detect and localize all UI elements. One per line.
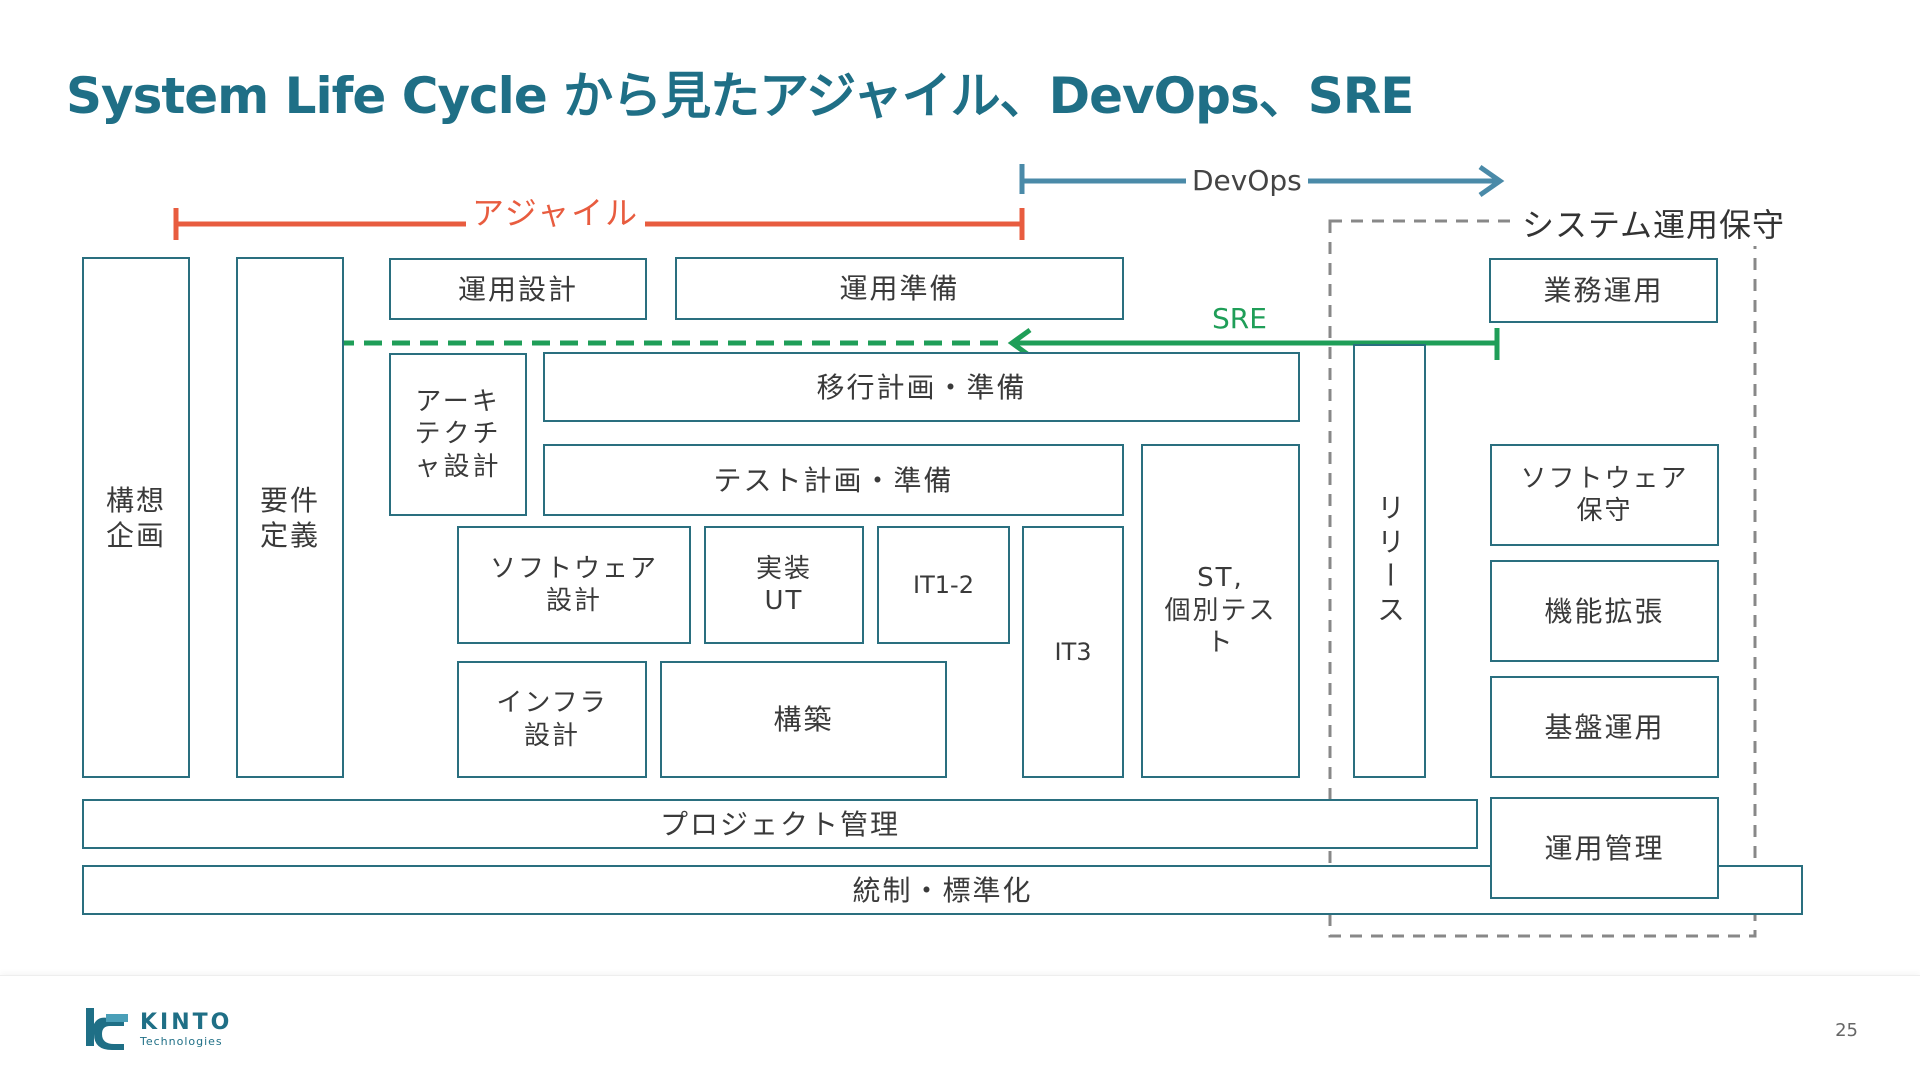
box-migration-plan: 移行計画・準備 [543, 352, 1300, 422]
page-number: 25 [1835, 1020, 1858, 1041]
box-requirements: 要件 定義 [236, 257, 344, 778]
slide-title: System Life Cycle から見たアジャイル、DevOps、SRE [66, 67, 1414, 125]
box-it1-2: IT1-2 [877, 526, 1010, 644]
box-project-management: プロジェクト管理 [82, 799, 1478, 849]
sre-label: SRE [1212, 302, 1267, 335]
release-label: リリース [1373, 493, 1406, 629]
box-software-maintenance: ソフトウェア 保守 [1490, 444, 1719, 546]
system-ops-label: システム運用保守 [1518, 200, 1790, 246]
box-it3: IT3 [1022, 526, 1124, 778]
box-concept-planning: 構想 企画 [82, 257, 190, 778]
box-ops-management: 運用管理 [1490, 797, 1719, 899]
box-release: リリース [1353, 344, 1426, 778]
footer-bar [0, 975, 1920, 1081]
brand-subtitle: Technologies [140, 1035, 223, 1048]
box-construction: 構築 [660, 661, 947, 778]
devops-label: DevOps [1186, 164, 1308, 197]
agile-label: アジャイル [466, 188, 646, 234]
kinto-logo-icon [86, 1008, 128, 1050]
box-architecture-design: アーキ テクチ ャ設計 [389, 353, 527, 516]
box-software-design: ソフトウェア 設計 [457, 526, 691, 644]
box-ops-design: 運用設計 [389, 258, 647, 320]
box-feature-extension: 機能拡張 [1490, 560, 1719, 662]
box-implementation-ut: 実装 UT [704, 526, 864, 644]
brand-name: KINTO [140, 1010, 233, 1035]
box-test-plan: テスト計画・準備 [543, 444, 1124, 516]
box-infra-ops: 基盤運用 [1490, 676, 1719, 778]
box-business-ops: 業務運用 [1489, 258, 1718, 323]
box-infra-design: インフラ 設計 [457, 661, 647, 778]
box-ops-preparation: 運用準備 [675, 257, 1124, 320]
box-st-individual-test: ST, 個別テス ト [1141, 444, 1300, 778]
